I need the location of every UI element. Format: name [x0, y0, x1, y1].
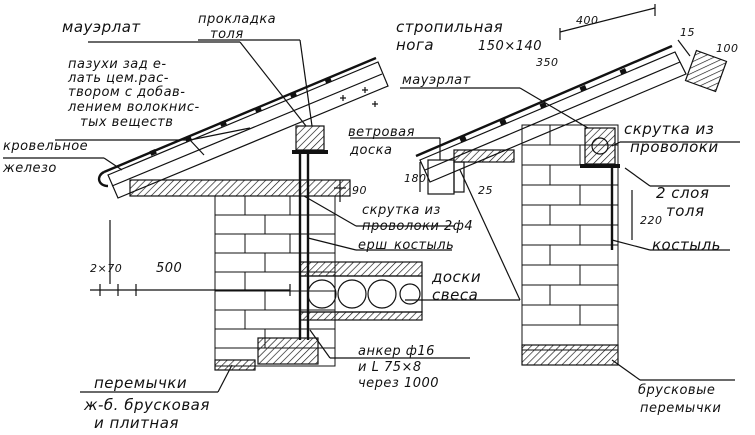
- label-kostyl-left: костыль: [394, 238, 454, 253]
- label-pazukhi-2: лать цем.рас-: [67, 71, 169, 86]
- left-tar-paper: [292, 150, 328, 154]
- label-krovelnoe-2: железо: [2, 161, 57, 176]
- labels: мауэрлат прокладка толя пазухи зад е- ла…: [2, 12, 739, 432]
- left-hollow-slab: [299, 261, 423, 321]
- label-dim-25: 25: [478, 184, 493, 197]
- left-roof-battens: [149, 77, 332, 156]
- label-bruskovye-2: перемычки: [640, 401, 721, 416]
- left-roof-slope: [97, 56, 389, 199]
- label-vetrovaya-2: доска: [349, 143, 392, 158]
- left-detail: [3, 39, 496, 393]
- label-prokladka: прокладка: [198, 12, 276, 27]
- label-tolya-right-2: толя: [666, 202, 705, 220]
- label-bruskovye-1: брусковые: [638, 383, 715, 398]
- label-vetrovaya-1: ветровая: [348, 125, 415, 140]
- label-pazukhi-3: твором с добав-: [68, 85, 185, 100]
- label-stropilnaya-1: стропильная: [396, 18, 503, 36]
- label-peremychki-2: ж-б. брусковая: [83, 396, 210, 414]
- right-mauerlat-beam: [580, 127, 620, 168]
- label-dim-100: 100: [716, 42, 739, 55]
- label-dim-500: 500: [156, 261, 182, 276]
- left-mauerlat-beam: [295, 125, 325, 151]
- label-skrutka-right-1: скрутка из: [624, 120, 714, 138]
- label-dim-350: 350: [536, 56, 559, 69]
- label-peremychki-1: перемычки: [94, 374, 187, 392]
- left-eave-slab: [129, 179, 351, 197]
- label-rafter-dim: 150×140: [478, 39, 542, 54]
- label-dim-220: 220: [640, 214, 663, 227]
- label-krovelnoe-1: кровельное: [3, 139, 88, 154]
- label-doski-1: доски: [431, 268, 481, 286]
- label-mauerlat-right: мауэрлат: [402, 73, 471, 88]
- right-leaders: [350, 87, 740, 381]
- right-roof-battens: [459, 67, 627, 143]
- label-mauerlat-left: мауэрлат: [62, 18, 141, 36]
- label-dim-180: 180: [404, 172, 427, 185]
- left-lintel-bar: [214, 359, 256, 371]
- label-skrutka-left-2: проволоки 2ф4: [362, 219, 473, 234]
- label-pazukhi-5: тых веществ: [80, 115, 173, 130]
- left-leaders: [3, 39, 496, 393]
- right-detail-square: [677, 39, 728, 93]
- right-detail: [350, 4, 740, 381]
- label-kostyl-right: костыль: [652, 236, 721, 254]
- label-stropilnaya-2: нога: [396, 36, 434, 54]
- label-dim-2x70: 2×70: [90, 262, 122, 275]
- left-lintel: [257, 337, 319, 365]
- label-doski-2: свеса: [432, 286, 478, 304]
- label-tolya-right-1: 2 слоя: [656, 184, 709, 202]
- label-pazukhi-4: лением волокнис-: [67, 100, 200, 115]
- label-anker-2: и L 75×8: [358, 360, 422, 375]
- label-anker-1: анкер ф16: [358, 344, 435, 359]
- right-lintel: [521, 344, 619, 366]
- label-pazukhi-1: пазухи зад е-: [68, 57, 167, 72]
- right-wind-board: [427, 149, 515, 195]
- label-skrutka-left-1: скрутка из: [362, 203, 441, 218]
- left-dimensions: [90, 180, 346, 296]
- eave-drip: [97, 170, 109, 188]
- label-tolya-top: толя: [210, 27, 244, 42]
- label-dim-400: 400: [576, 14, 599, 27]
- label-skrutka-right-2: проволоки: [630, 138, 719, 156]
- label-anker-3: через 1000: [358, 376, 439, 391]
- label-peremychki-3: и плитная: [94, 414, 179, 432]
- label-ersh: ерш: [358, 238, 388, 253]
- label-dim-15: 15: [680, 26, 695, 39]
- label-dim-90: 90: [352, 184, 367, 197]
